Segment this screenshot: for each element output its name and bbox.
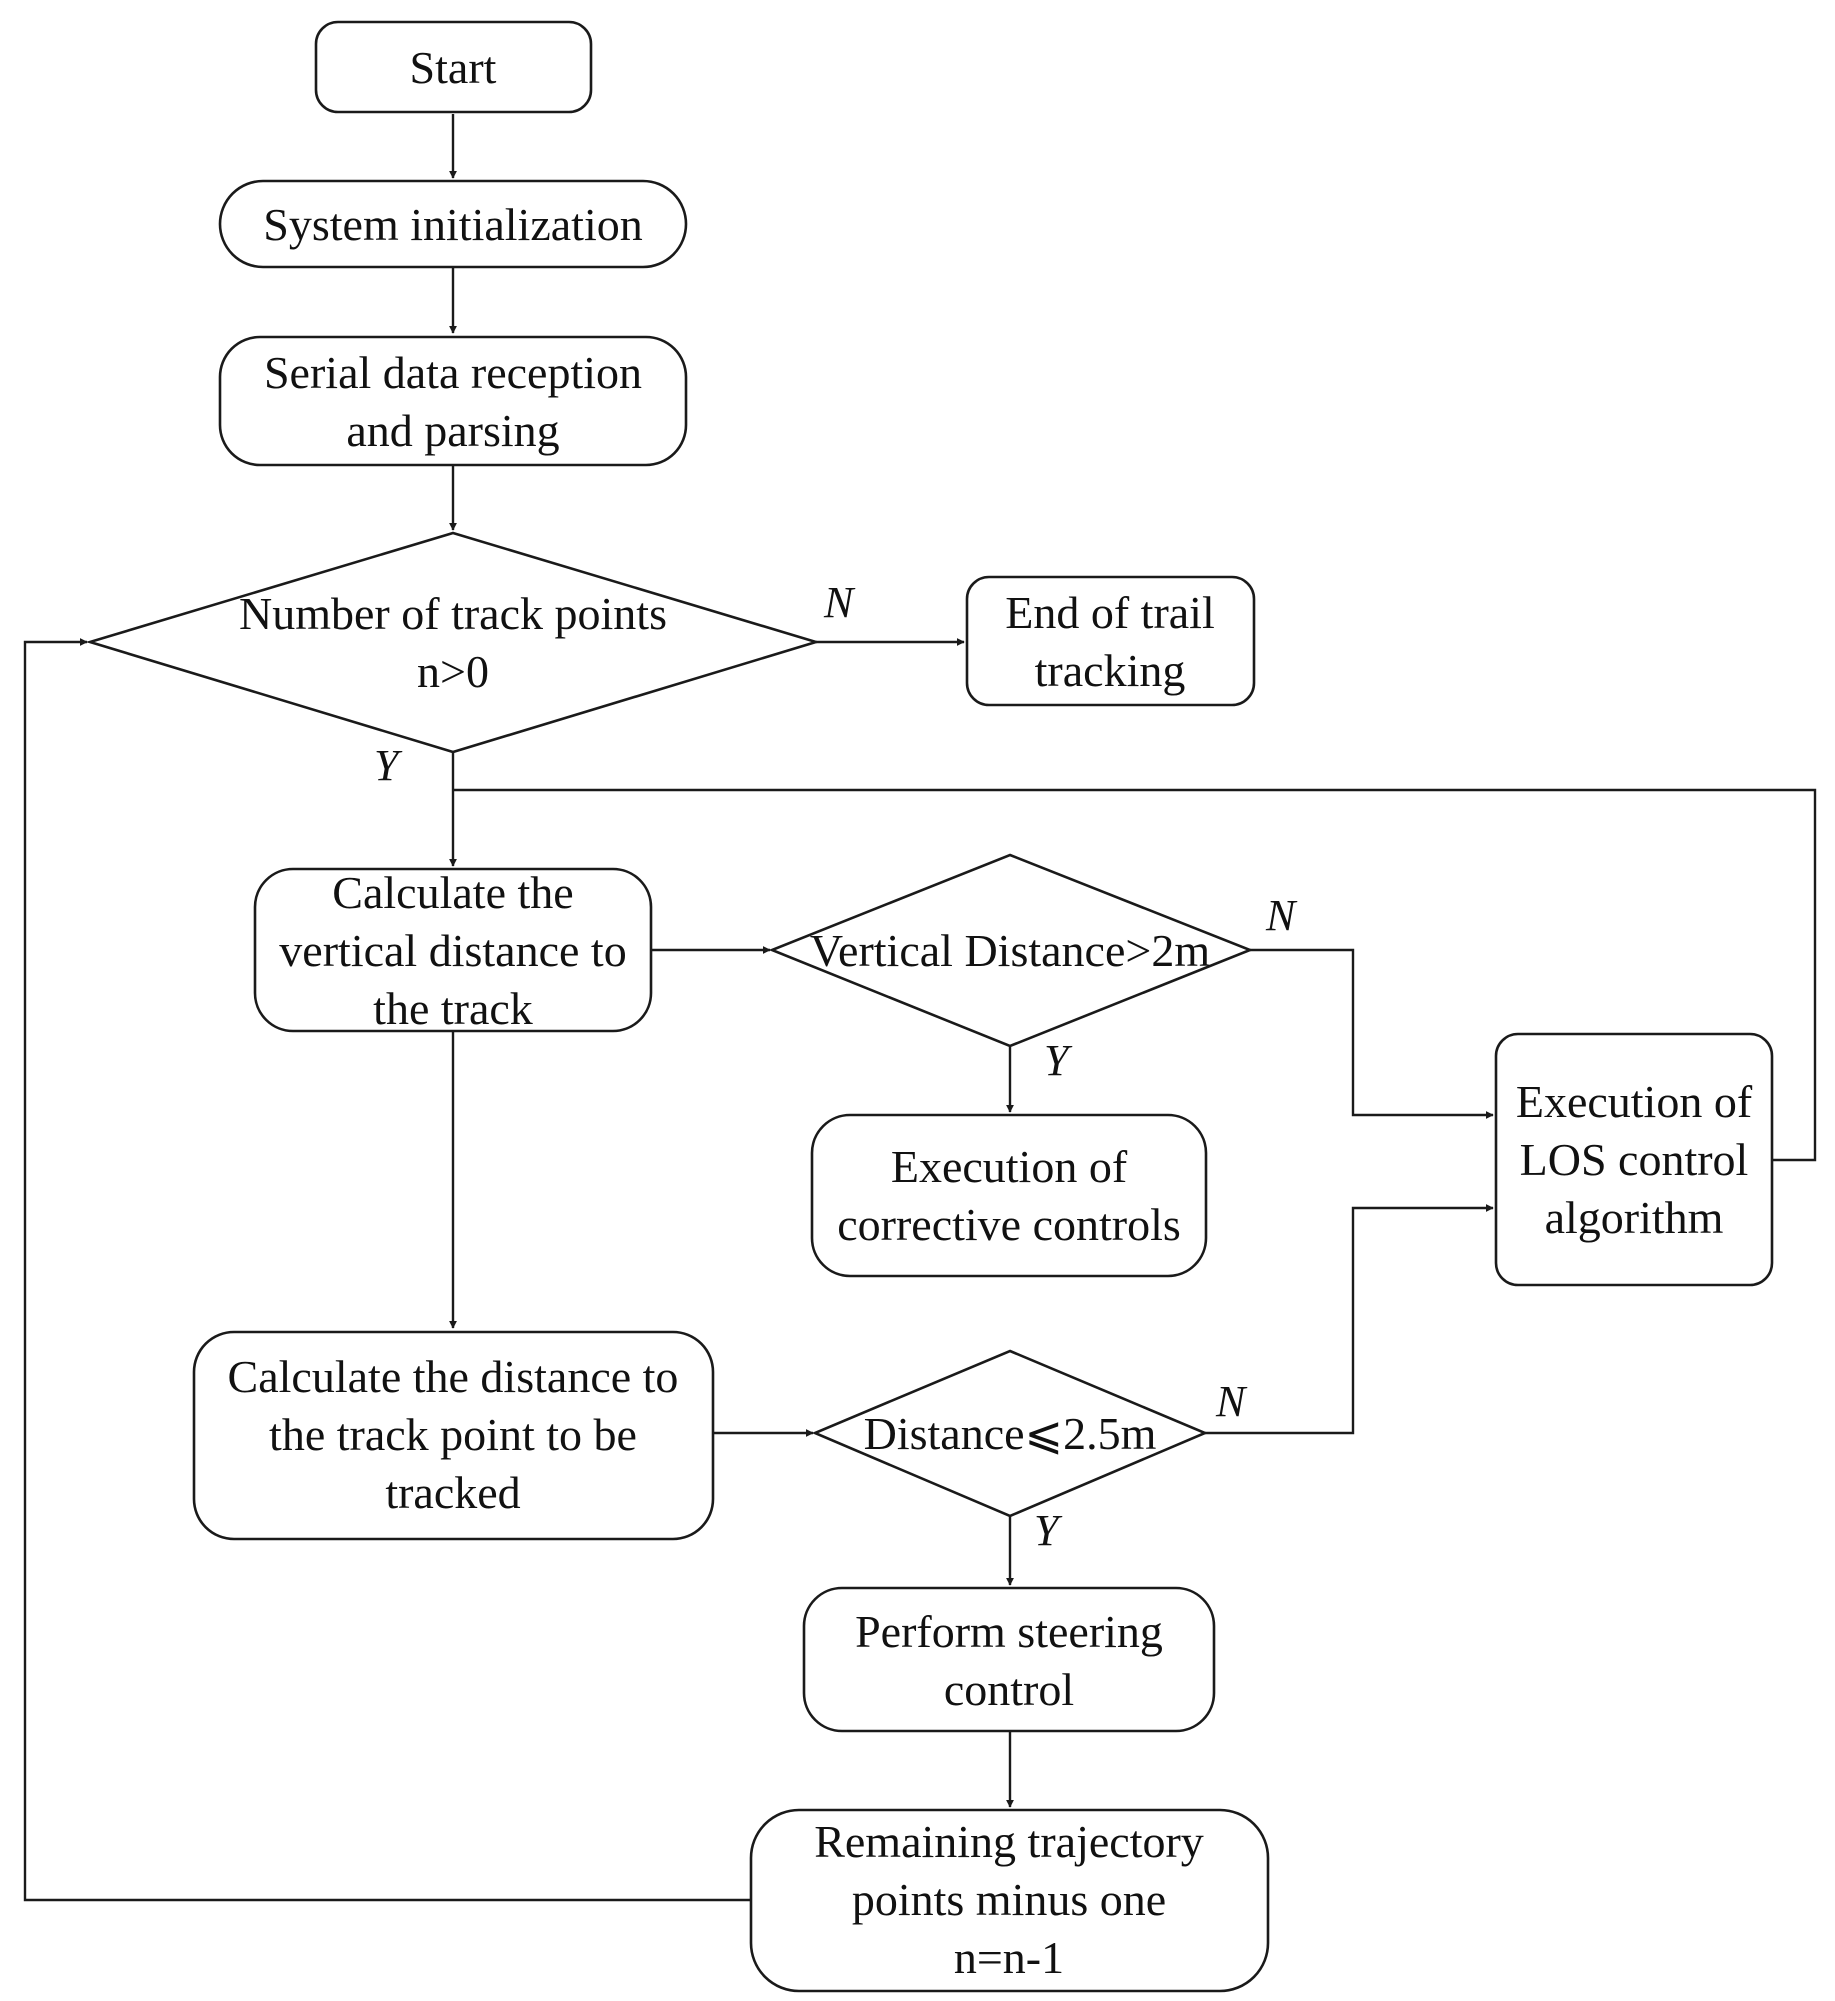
node-text-line: corrective controls	[837, 1199, 1181, 1250]
los-control-node: Execution of LOS control algorithm	[1494, 1032, 1774, 1287]
node-text-line: End of trail	[1005, 587, 1215, 638]
node-text-line: Vertical Distance>2m	[810, 925, 1210, 976]
start-text: Start	[410, 42, 497, 93]
calc-track-point-distance-node: Calculate the distance to the track point…	[192, 1330, 715, 1541]
node-text-line: n=n-1	[954, 1932, 1064, 1983]
track-check-no-label: N	[823, 578, 856, 627]
distance-check-no-label: N	[1215, 1377, 1248, 1426]
node-text-line: Perform steering	[855, 1606, 1163, 1657]
steering-control-text: Perform steering control	[855, 1606, 1163, 1715]
arrow-vertical-no-to-los	[1250, 948, 1494, 1119]
start-node: Start	[314, 20, 593, 114]
node-text-line: System initialization	[263, 199, 642, 250]
vertical-check-no-label: N	[1265, 891, 1298, 940]
node-text-line: the track	[373, 983, 533, 1034]
node-text-line: tracked	[385, 1467, 520, 1518]
node-text-line: Execution of	[891, 1141, 1128, 1192]
node-text-line: Distance⩽2.5m	[864, 1408, 1157, 1459]
corrective-controls-node: Execution of corrective controls	[810, 1113, 1208, 1278]
arrow-distance-no-to-los	[1205, 1204, 1494, 1435]
calc-vertical-distance-node: Calculate the vertical distance to the tra…	[253, 867, 653, 1034]
node-text-line: tracking	[1035, 645, 1186, 696]
system-initialization-text: System initialization	[263, 199, 642, 250]
steering-control-node: Perform steering control	[802, 1586, 1216, 1733]
node-text-line: Calculate the distance to	[228, 1351, 679, 1402]
remaining-points-node: Remaining trajectory points minus one n=n-…	[749, 1808, 1270, 1993]
serial-data-node: Serial data reception and parsing	[218, 335, 688, 467]
node-text-line: n>0	[417, 646, 489, 697]
calc-vertical-distance-text: Calculate the vertical distance to the tra…	[279, 867, 626, 1034]
serial-data-text: Serial data reception and parsing	[264, 347, 642, 456]
connectors	[23, 114, 1817, 1902]
vertical-check-yes-label: Y	[1044, 1036, 1073, 1085]
system-initialization-node: System initialization	[218, 179, 688, 269]
node-text-line: points minus one	[852, 1874, 1166, 1925]
arrow-remaining-loop-to-check	[23, 638, 751, 1902]
node-text-line: control	[944, 1664, 1074, 1715]
vertical-distance-decision: Vertical Distance>2m	[768, 853, 1254, 1048]
node-text-line: Number of track points	[239, 588, 667, 639]
track-check-yes-label: Y	[374, 741, 403, 790]
distance-decision: Distance⩽2.5m	[811, 1349, 1209, 1518]
vertical-distance-decision-text: Vertical Distance>2m	[810, 925, 1210, 976]
node-text-line: Execution of	[1516, 1076, 1753, 1127]
node-text-line: Remaining trajectory	[814, 1816, 1204, 1867]
track-points-decision-text: Number of track points n>0	[239, 588, 667, 697]
distance-decision-text: Distance⩽2.5m	[864, 1408, 1157, 1459]
los-control-text: Execution of LOS control algorithm	[1516, 1076, 1753, 1243]
arrow-los-loop-back	[453, 788, 1817, 1162]
node-text-line: Start	[410, 42, 497, 93]
track-points-decision: Number of track points n>0	[85, 531, 821, 754]
corrective-controls-text: Execution of corrective controls	[837, 1141, 1181, 1250]
remaining-points-text: Remaining trajectory points minus one n=n-…	[814, 1816, 1204, 1983]
end-of-trail-node: End of trail tracking	[965, 575, 1256, 707]
node-text-line: algorithm	[1545, 1192, 1724, 1243]
end-of-trail-text: End of trail tracking	[1005, 587, 1215, 696]
node-text-line: vertical distance to	[279, 925, 626, 976]
node-text-line: Serial data reception	[264, 347, 642, 398]
node-text-line: Calculate the	[332, 867, 573, 918]
node-text-line: the track point to be	[269, 1409, 637, 1460]
node-text-line: LOS control	[1520, 1134, 1749, 1185]
distance-check-yes-label: Y	[1034, 1506, 1063, 1555]
calc-track-point-distance-text: Calculate the distance to the track point…	[228, 1351, 679, 1518]
node-text-line: and parsing	[346, 405, 559, 456]
edge-labels: N Y N Y N Y	[374, 578, 1298, 1555]
